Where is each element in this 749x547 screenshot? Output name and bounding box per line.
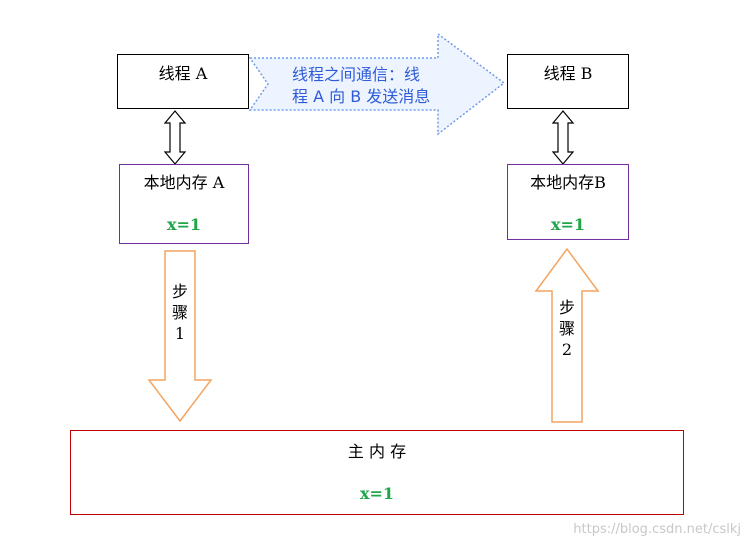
step2-label: 步 骤 2 [555,297,579,360]
step2-arrow [534,247,600,423]
step1-char1: 步 [171,282,188,301]
thread-b-label: 线程 B [543,64,593,83]
communication-text-line1: 线程之间通信：线 [292,65,421,84]
thread-b-link-arrow [551,110,575,165]
step2-char2: 骤 [558,319,575,338]
main-memory-box: 主 内 存 x=1 [70,430,684,515]
thread-a-link-arrow [163,110,187,165]
local-memory-a-box: 本地内存 A x=1 [119,164,249,244]
thread-b-box: 线程 B [507,54,629,109]
main-memory-value: x=1 [359,484,395,503]
thread-a-label: 线程 A [158,64,208,83]
local-memory-b-label: 本地内存B [530,173,606,192]
watermark-text: https://blog.csdn.net/cslkj [573,522,741,537]
step1-arrow [147,250,213,423]
step1-label: 步 骤 1 [168,281,192,344]
communication-arrow [248,32,506,136]
step2-char1: 步 [558,298,575,317]
local-memory-a-value: x=1 [166,215,202,234]
step2-number: 2 [561,340,573,359]
communication-text-line2: 程 A 向 B 发送消息 [292,87,431,106]
step1-char2: 骤 [171,303,188,322]
step1-number: 1 [174,324,186,343]
thread-a-box: 线程 A [117,54,249,109]
local-memory-b-box: 本地内存B x=1 [507,164,629,240]
main-memory-label: 主 内 存 [347,442,407,461]
local-memory-a-label: 本地内存 A [143,173,225,192]
local-memory-b-value: x=1 [550,215,586,234]
